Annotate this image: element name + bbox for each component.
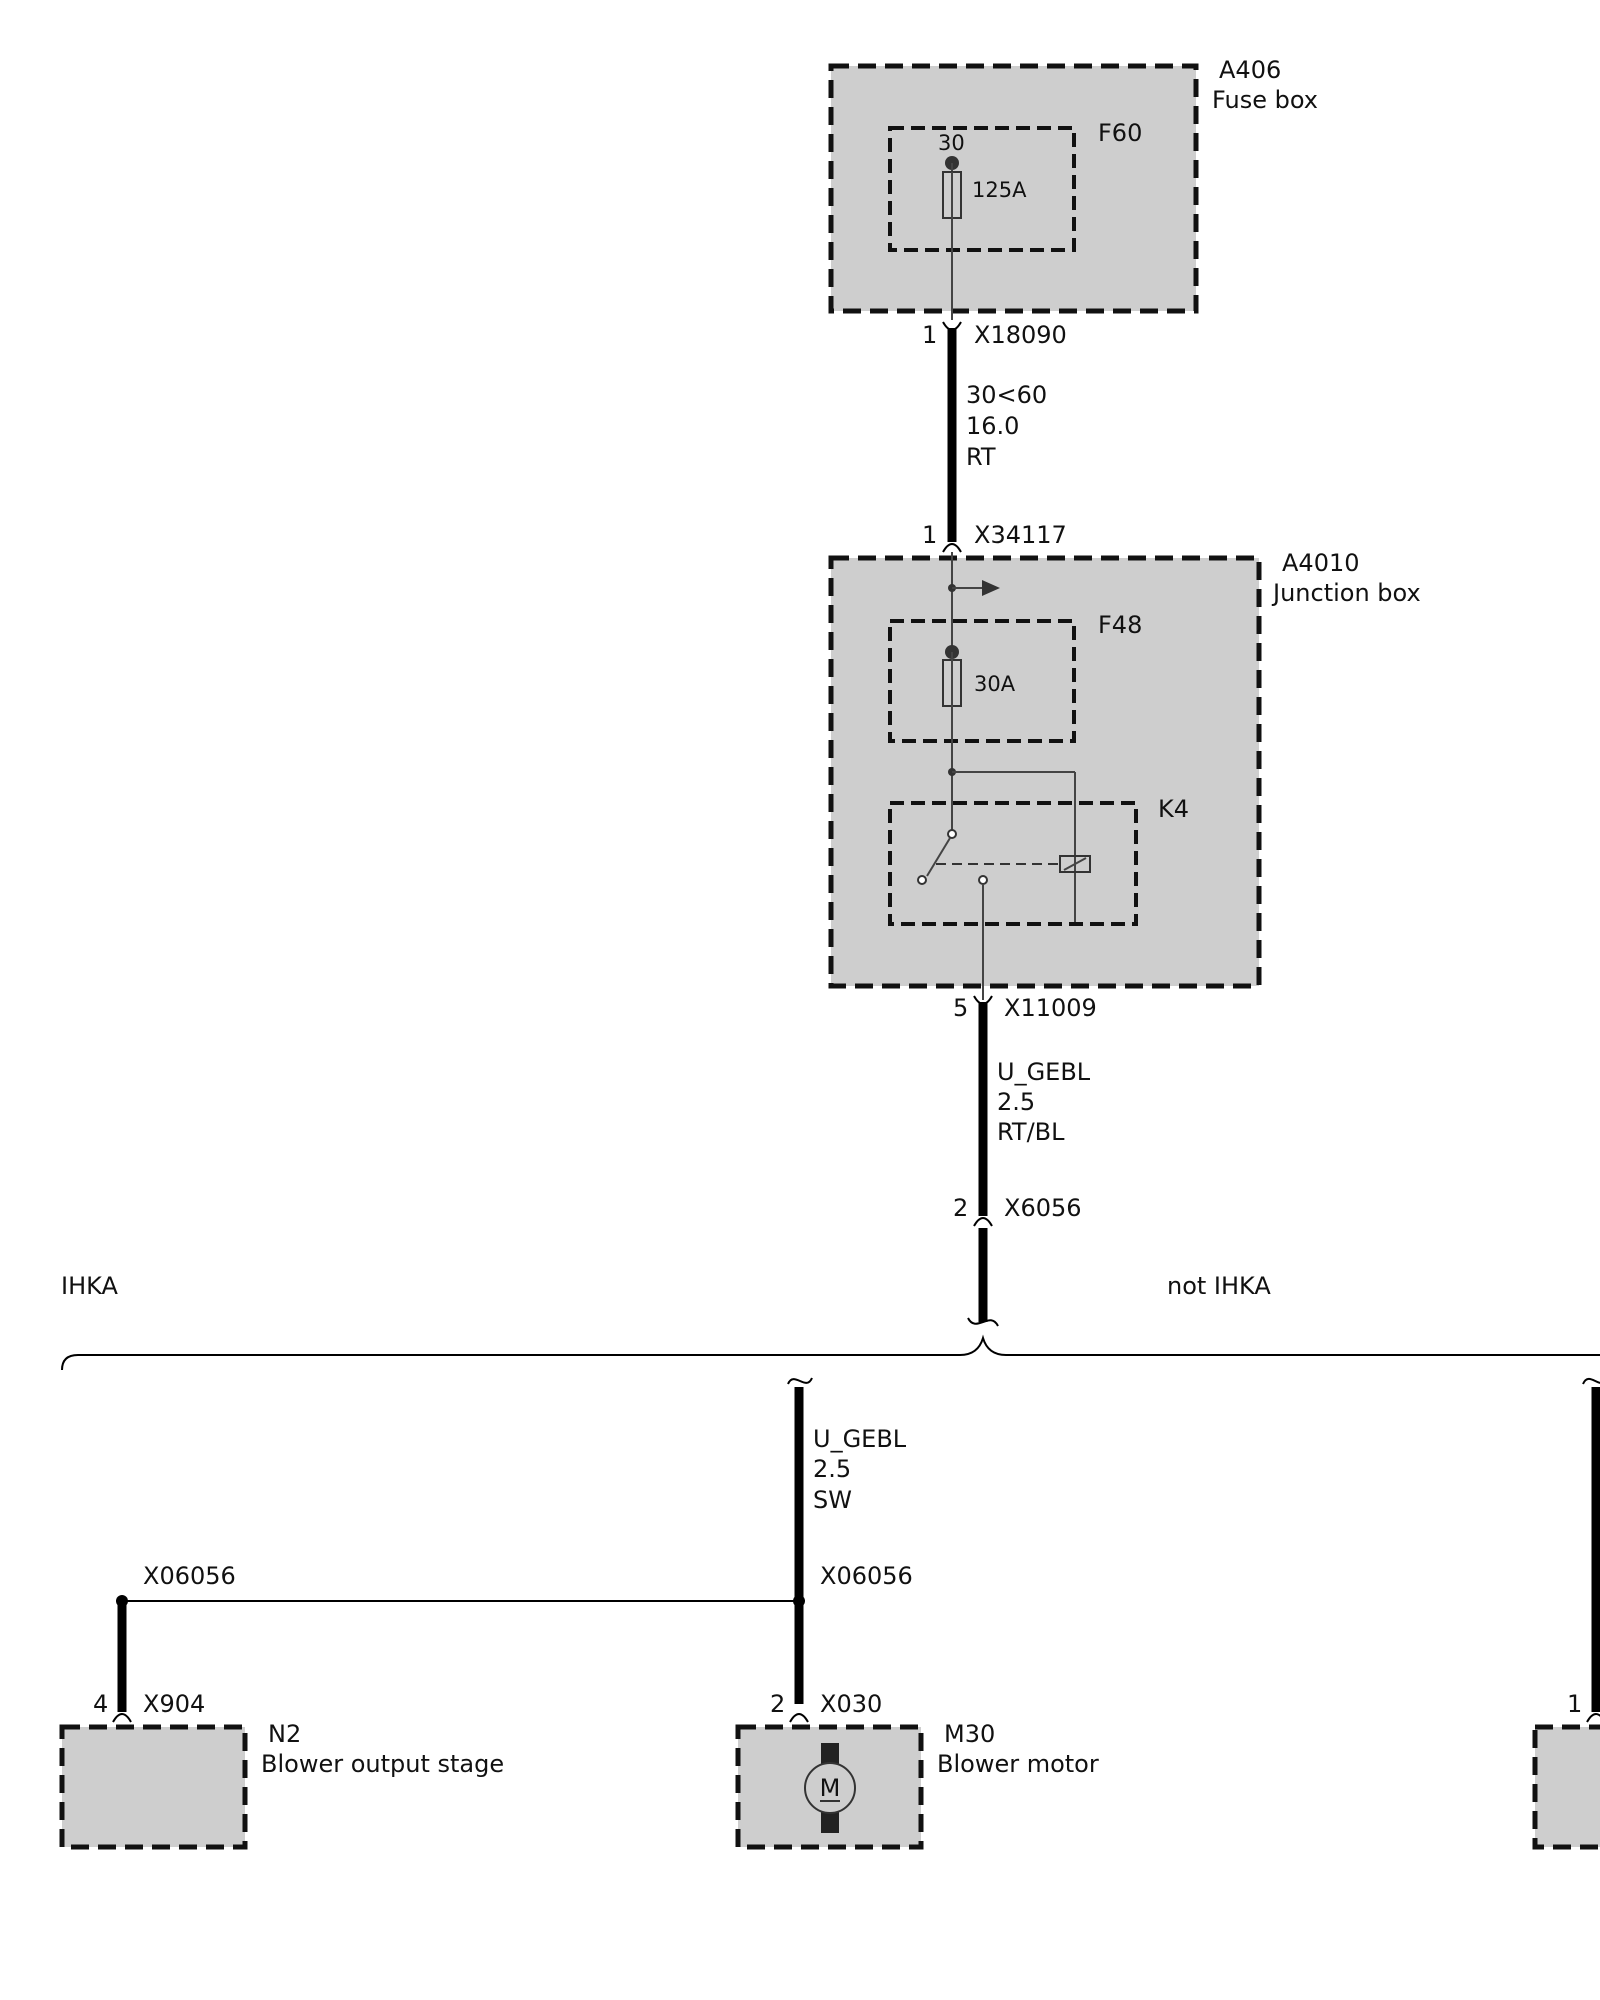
x904-id-label: X904 — [143, 1690, 205, 1718]
x18090-pin-label: 1 — [922, 321, 937, 349]
motor-icon — [804, 1762, 856, 1814]
x030-id-label: X030 — [820, 1690, 882, 1718]
x34117-pin-label: 1 — [922, 521, 937, 549]
k4-contact-nc — [917, 875, 927, 885]
x904-pin-label: 4 — [93, 1690, 108, 1718]
junction-box-a4010: A4010 Junction box F48 30A K4 — [828, 549, 1421, 1000]
w3-color-label: SW — [813, 1486, 852, 1514]
w3-signal-label: U_GEBL — [813, 1425, 907, 1453]
splice-dot-mid — [793, 1595, 805, 1607]
a406-id-label: A406 — [1219, 56, 1281, 84]
w2-signal-label: U_GEBL — [997, 1058, 1091, 1086]
connector-x6056: 2 X6056 — [953, 1194, 1082, 1327]
x11009-pin-label: 5 — [953, 994, 968, 1022]
w3-gauge-label: 2.5 — [813, 1455, 851, 1483]
x18090-id-label: X18090 — [974, 321, 1067, 349]
branch-arrow-icon — [982, 580, 1000, 596]
right-pin-label: 1 — [1567, 1690, 1582, 1718]
right-component-box — [1532, 1724, 1600, 1850]
connector-x030: 2 X030 — [770, 1690, 882, 1723]
w2-color-label: RT/BL — [997, 1118, 1065, 1146]
variant-right-label: not IHKA — [1167, 1272, 1271, 1300]
x06056-mid-id-label: X06056 — [820, 1562, 913, 1590]
n2-id-label: N2 — [268, 1720, 301, 1748]
variant-left-label: IHKA — [61, 1272, 118, 1300]
x06056-left-id-label: X06056 — [143, 1562, 236, 1590]
blower-motor-m30: M30 Blower motor M — [735, 1720, 1099, 1850]
k4-coil-icon — [1059, 855, 1091, 873]
f48-id-label: F48 — [1098, 611, 1142, 639]
w2-gauge-label: 2.5 — [997, 1088, 1035, 1116]
f60-rating-label: 125A — [972, 178, 1027, 202]
k4-id-label: K4 — [1158, 795, 1189, 823]
wire-u-gebl-sw: U_GEBL 2.5 SW — [787, 1377, 907, 1704]
a406-name-label: Fuse box — [1212, 86, 1318, 114]
connector-x34117: 1 X34117 — [922, 521, 1067, 553]
x6056-pin-label: 2 — [953, 1194, 968, 1222]
m30-name-label: Blower motor — [937, 1750, 1099, 1778]
x6056-id-label: X6056 — [1004, 1194, 1082, 1222]
motor-symbol-label: M — [820, 1774, 841, 1802]
w1-color-label: RT — [966, 443, 996, 471]
x34117-id-label: X34117 — [974, 521, 1067, 549]
connector-x904: 4 X904 — [93, 1690, 205, 1723]
wire-break-symbol-mid — [787, 1377, 813, 1385]
a4010-id-label: A4010 — [1282, 549, 1360, 577]
f60-id-label: F60 — [1098, 119, 1142, 147]
fuse-box-a406: A406 Fuse box F60 30 125A — [828, 56, 1318, 320]
x030-pin-label: 2 — [770, 1690, 785, 1718]
wire-30-60: 30<60 16.0 RT — [947, 328, 1047, 542]
wire-break-symbol — [967, 1317, 999, 1327]
k4-contact-common — [947, 829, 957, 839]
connector-x11009: 5 X11009 — [953, 994, 1097, 1022]
w1-signal-label: 30<60 — [966, 381, 1047, 409]
f48-rating-label: 30A — [974, 672, 1016, 696]
k4-switch-arm — [926, 837, 951, 877]
f60-pin-label: 30 — [938, 131, 965, 155]
m30-id-label: M30 — [944, 1720, 995, 1748]
variant-brace: IHKA not IHKA — [61, 1272, 1600, 1371]
w1-gauge-label: 16.0 — [966, 412, 1019, 440]
not-ihka-branch: 1 — [1532, 1377, 1600, 1850]
blower-output-stage-n2: N2 Blower output stage — [59, 1720, 504, 1850]
k4-contact-no — [978, 875, 988, 885]
wire-u-gebl-rt-bl: U_GEBL 2.5 RT/BL — [978, 1002, 1091, 1216]
splice-x06056: X06056 X06056 — [116, 1562, 913, 1712]
connector-x18090: 1 X18090 — [922, 321, 1067, 349]
n2-name-label: Blower output stage — [261, 1750, 504, 1778]
x11009-id-label: X11009 — [1004, 994, 1097, 1022]
a4010-name-label: Junction box — [1271, 579, 1421, 607]
